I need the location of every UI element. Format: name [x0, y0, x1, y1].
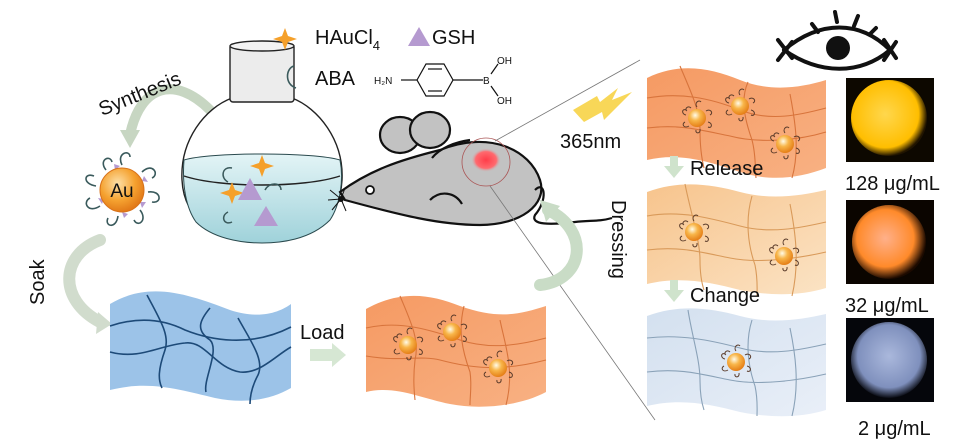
load-label: Load: [300, 322, 345, 344]
dressing-label: Dressing: [607, 200, 629, 279]
aba-structure: H₂N B OH OH: [374, 56, 512, 107]
sample-photo-high: [846, 78, 934, 162]
soak-arrowhead: [96, 312, 112, 334]
zoom-line: [494, 59, 641, 142]
uv-label: 365nm: [560, 131, 621, 153]
hauc-icon: [273, 28, 297, 50]
change-arrow: [664, 280, 684, 302]
sample-label-high: 128 μg/mL: [845, 173, 940, 195]
release-label: Release: [690, 158, 763, 180]
synthesis-arrowhead: [120, 130, 140, 148]
dressing-arrowhead: [540, 200, 560, 222]
au-nanoparticle: Au: [85, 152, 160, 227]
zoom-line: [489, 185, 656, 421]
mouse-eye: [365, 185, 375, 195]
soak-arrow: [63, 234, 106, 328]
eye-icon: [776, 10, 898, 71]
release-arrow: [664, 156, 684, 178]
dressing-changed: [646, 308, 827, 417]
svg-text:OH: OH: [497, 96, 512, 107]
synthesis-arrow: [125, 84, 215, 140]
svg-text:B: B: [483, 76, 490, 87]
mouse: [327, 110, 613, 227]
blue-hydrogel: [109, 291, 292, 405]
sample-label-low: 2 μg/mL: [858, 418, 931, 440]
loaded-hydrogel: [365, 295, 547, 407]
load-arrow: [310, 343, 346, 367]
mouse-ear: [408, 110, 452, 150]
uv-lightning-icon: [573, 88, 632, 122]
reaction-flask: [181, 40, 343, 244]
hauc-label: HAuCl4: [315, 27, 380, 53]
gsh-label: GSH: [432, 27, 475, 49]
legend: HAuCl4 GSH ABA H₂N B OH OH: [273, 27, 512, 107]
aba-icon: [286, 65, 297, 89]
mouse-tail: [533, 186, 613, 225]
change-label: Change: [690, 285, 760, 307]
wound-spot: [471, 148, 501, 172]
soak-label: Soak: [27, 258, 49, 305]
dressing-release: [646, 183, 827, 297]
aba-label: ABA: [315, 68, 356, 90]
au-label: Au: [110, 181, 133, 202]
sample-photo-mid: [846, 200, 934, 284]
dressing-arrow: [534, 204, 583, 291]
dressing-initial: [646, 65, 827, 179]
sample-photo-low: [846, 318, 934, 402]
svg-text:H₂N: H₂N: [374, 76, 392, 87]
sample-label-mid: 32 μg/mL: [845, 295, 929, 317]
svg-text:OH: OH: [497, 56, 512, 67]
gsh-icon: [408, 27, 430, 46]
wound-area: [461, 137, 511, 187]
